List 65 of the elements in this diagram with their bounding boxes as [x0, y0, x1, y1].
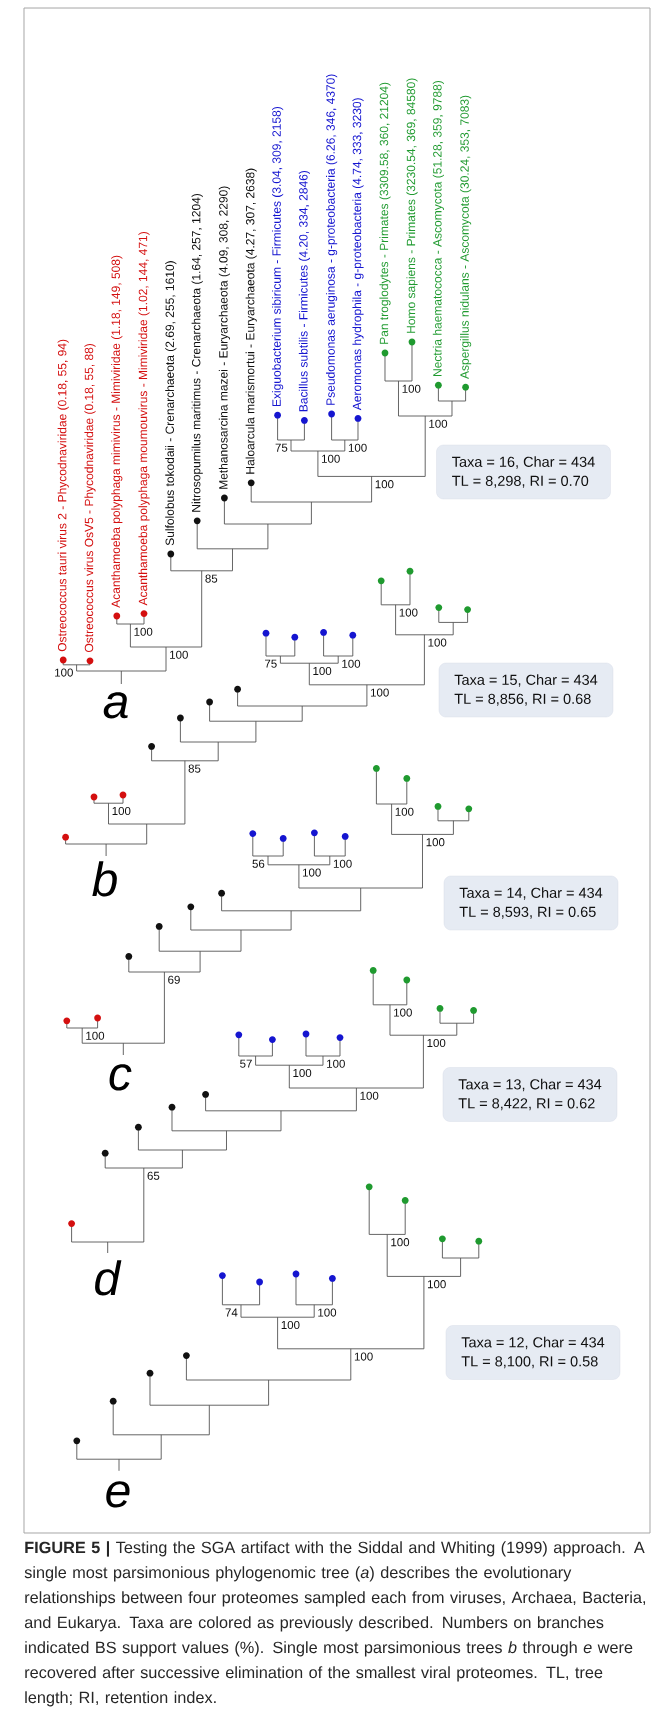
taxon-label: Haloarcula marismortui - Euryarchaeota (4.27, 307, 2638) — [245, 168, 257, 474]
taxon-label: Exiguobacterium sibiricum - Firmicutes (3.04, 309, 2158) — [272, 107, 284, 407]
bootstrap-value: 100 — [112, 806, 131, 816]
bootstrap-value: 100 — [303, 868, 321, 877]
taxon-label: Methanosarcina mazei - Euryarchaeota (4.09, 308, 2290) — [218, 186, 230, 489]
bootstrap-value: 100 — [293, 1068, 312, 1078]
taxon-label: Acanthamoeba polyphaga mimivirus - Mimiviridae (1.18, 149, 508) — [111, 255, 123, 608]
stats-box: Taxa = 12, Char = 434 TL = 8,100, RI = 0.58 — [445, 1325, 621, 1380]
tree-letter: e — [106, 1481, 130, 1508]
bootstrap-value: 100 — [428, 638, 447, 647]
bootstrap-value: 100 — [426, 838, 445, 847]
stats-box: Taxa = 13, Char = 434 TL = 8,422, RI = 0.62 — [442, 1067, 618, 1122]
taxon-label: Nitrosopumilus maritimus - Crenarchaeota (1.64, 257, 1204) — [191, 193, 203, 512]
bootstrap-value: 75 — [275, 443, 288, 452]
bootstrap-value: 100 — [427, 1038, 446, 1048]
bootstrap-value: 100 — [375, 480, 394, 489]
bootstrap-value: 100 — [428, 1280, 446, 1289]
stats-box: Taxa = 14, Char = 434 TL = 8,593, RI = 0.65 — [443, 875, 619, 931]
figure-caption: FIGURE 5 | Testing the SGA artifact with the Siddal and Whiting (1999) approach. A single most parsimonious phylogenomic tree (a) describes the evolutionary relationships between four proteomes sampled each from viruses, Archaea, Bacteria, and Eukarya. Taxa are colored as previously described. Numbers on branches indicated BS support values (%). Single most parsimonious trees b through e were recovered after successive elimination of the smallest viral proteomes. TL, tree length; RI, retention index. — [24, 1541, 646, 1707]
bootstrap-value: 100 — [394, 1008, 412, 1017]
bootstrap-value: 57 — [240, 1059, 252, 1068]
bootstrap-value: 74 — [225, 1308, 238, 1317]
taxon-label: Aeromonas hydrophila - g-proteobacteria (4.74, 333, 3230) — [352, 98, 364, 411]
stats-box: Taxa = 15, Char = 434 TL = 8,856, RI = 0.68 — [438, 662, 614, 718]
bootstrap-value: 100 — [399, 608, 418, 617]
bootstrap-value: 100 — [395, 807, 414, 816]
bootstrap-value: 100 — [371, 688, 389, 697]
taxon-label: Aspergillus nidulans - Ascomycota (30.24, 353, 7083) — [460, 95, 472, 379]
taxon-label: Acanthamoeba polyphaga moumouvirus - Mimiviridae (1.02, 144, 471) — [138, 232, 150, 606]
bootstrap-value: 100 — [170, 650, 188, 659]
taxon-label: Ostreococcus tauri virus 2 - Phycodnaviridae (0.18, 55, 94) — [57, 339, 69, 652]
bootstrap-value: 56 — [252, 859, 265, 868]
tree-letter: c — [109, 1064, 132, 1091]
taxon-label: Homo sapiens - Primates (3230.54, 369, 84580) — [406, 78, 418, 333]
taxon-label: Pseudomonas aeruginosa - g-proteobacteria (6.26, 346, 4370) — [326, 74, 338, 405]
bootstrap-value: 100 — [360, 1091, 379, 1100]
taxon-label: Pan troglodytes - Primates (3309.58, 360, 21204) — [379, 82, 391, 344]
bootstrap-value: 100 — [55, 668, 73, 677]
bootstrap-value: 100 — [333, 859, 352, 868]
bootstrap-value: 69 — [168, 975, 180, 984]
stats-box: Taxa = 16, Char = 434 TL = 8,298, RI = 0.70 — [436, 444, 611, 500]
bootstrap-value: 85 — [188, 764, 201, 773]
tree-letter: a — [103, 692, 128, 719]
bootstrap-value: 85 — [205, 574, 218, 583]
bootstrap-value: 100 — [313, 666, 332, 676]
bootstrap-value: 100 — [281, 1320, 300, 1330]
bootstrap-value: 100 — [327, 1059, 345, 1068]
bootstrap-value: 100 — [402, 384, 421, 393]
bootstrap-value: 75 — [265, 659, 277, 668]
bootstrap-value: 100 — [342, 659, 361, 668]
bootstrap-value: 100 — [134, 627, 153, 636]
bootstrap-value: 100 — [86, 1031, 105, 1040]
taxon-label: Sulfolobus tokodaii - Crenarchaeota (2.69, 255, 1610) — [165, 261, 177, 546]
bootstrap-value: 100 — [429, 419, 448, 428]
bootstrap-value: 100 — [354, 1352, 373, 1361]
bootstrap-value: 100 — [322, 454, 340, 463]
taxon-label: Ostreococcus virus OsV5 - Phycodnaviridae (0.18, 55, 88) — [84, 343, 96, 653]
taxon-label: Bacillus subtilis - Firmicutes (4.20, 334, 2846) — [298, 170, 310, 412]
tree-letter: d — [95, 1260, 122, 1296]
bootstrap-value: 65 — [147, 1171, 160, 1180]
bootstrap-value: 100 — [318, 1308, 337, 1317]
bootstrap-value: 100 — [391, 1238, 410, 1247]
tree-letter: b — [92, 861, 117, 897]
taxon-label: Nectria haematococca - Ascomycota (51.28, 359, 9788) — [432, 81, 444, 377]
bootstrap-value: 100 — [348, 443, 367, 452]
